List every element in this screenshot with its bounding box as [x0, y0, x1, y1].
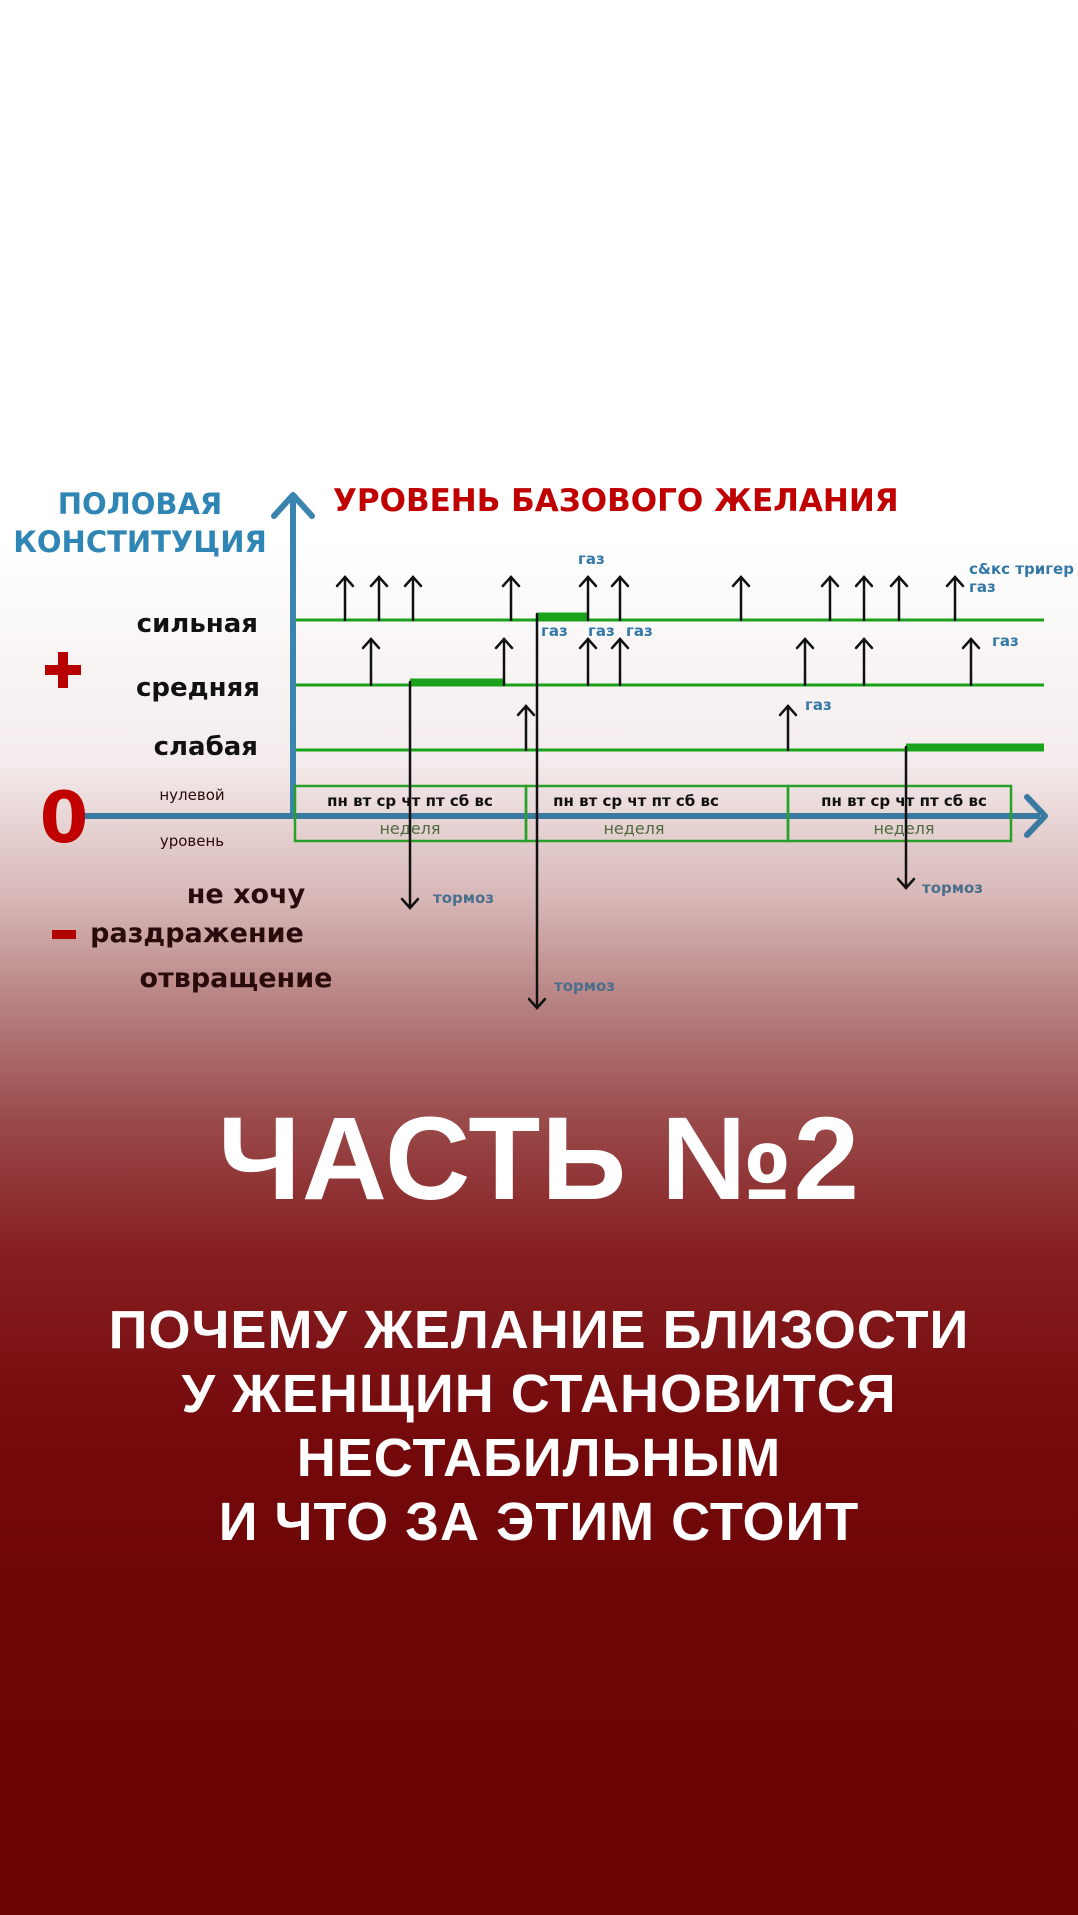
up-arrow-icon [854, 637, 874, 687]
gas-arrows [335, 575, 981, 752]
gas-label: газ [541, 622, 568, 640]
up-arrow-icon [610, 575, 630, 622]
up-arrow-icon [578, 637, 598, 687]
up-arrow-icon [731, 575, 751, 622]
up-arrow-icon [361, 637, 381, 687]
week-3-label: неделя [873, 819, 934, 838]
gas-label: газ [992, 632, 1019, 650]
up-arrow-icon [889, 575, 909, 622]
up-arrow-icon [369, 575, 389, 622]
week-3-days: пн вт ср чт пт сб вс [821, 792, 987, 810]
subtitle-line-1: ПОЧЕМУ ЖЕЛАНИЕ БЛИЗОСТИ [108, 1300, 970, 1360]
gas-label: газ [969, 578, 996, 596]
y-axis-title-line1: ПОЛОВАЯ [58, 487, 223, 521]
subtitle-line-3: НЕСТАБИЛЬНЫМ [296, 1428, 782, 1488]
week-2-days: пн вт ср чт пт сб вс [553, 792, 719, 810]
y-axis [271, 492, 315, 818]
up-arrow-icon [795, 637, 815, 687]
level-medium-label: средняя [136, 673, 260, 703]
up-arrow-icon [945, 575, 965, 622]
up-arrow-icon [403, 575, 423, 622]
week-2-label: неделя [603, 819, 664, 838]
up-arrow-icon [820, 575, 840, 622]
level-weak-label: слабая [154, 732, 258, 762]
brake-label: тормоз [922, 879, 983, 897]
down-arrow-icon [527, 612, 547, 1010]
negative-level-3: отвращение [140, 963, 333, 994]
y-axis-title-line2: КОНСТИТУЦИЯ [13, 525, 267, 559]
up-arrow-icon [961, 637, 981, 687]
down-arrow-icon [400, 680, 420, 910]
gas-label: газ [578, 550, 605, 568]
up-arrow-icon [578, 575, 598, 622]
negative-level-1: не хочу [187, 879, 306, 910]
subtitle-line-2: У ЖЕНЩИН СТАНОВИТСЯ [181, 1364, 897, 1424]
sex-trigger-label: с&кс тригер [969, 560, 1074, 578]
gas-label: газ [626, 622, 653, 640]
brake-arrows [400, 612, 916, 1010]
level-strong-label: сильная [137, 609, 258, 639]
gas-label: газ [588, 622, 615, 640]
up-arrow-icon [854, 575, 874, 622]
level-lines [296, 612, 1044, 752]
gas-label: газ [805, 696, 832, 714]
brake-label: тормоз [554, 977, 615, 995]
zero-sign: 0 [40, 777, 89, 859]
subtitle: ПОЧЕМУ ЖЕЛАНИЕ БЛИЗОСТИ У ЖЕНЩИН СТАНОВИ… [0, 1298, 1078, 1554]
down-arrow-icon [896, 745, 916, 890]
x-axis [84, 794, 1048, 838]
brake-label: тормоз [433, 889, 494, 907]
up-arrow-icon [778, 704, 798, 752]
up-arrow-icon [501, 575, 521, 622]
up-arrow-icon [494, 637, 514, 687]
up-arrow-icon [610, 637, 630, 687]
zero-level-label-top: нулевой [159, 786, 224, 804]
up-arrow-icon [335, 575, 355, 622]
desire-level-diagram: ПОЛОВАЯ КОНСТИТУЦИЯ УРОВЕНЬ БАЗОВОГО ЖЕЛ… [13, 483, 1074, 1010]
chart-title: УРОВЕНЬ БАЗОВОГО ЖЕЛАНИЯ [333, 483, 899, 519]
minus-icon [52, 930, 76, 939]
plus-icon [45, 652, 81, 688]
subtitle-line-4: И ЧТО ЗА ЭТИМ СТОИТ [218, 1492, 860, 1552]
up-arrow-icon [516, 704, 536, 752]
negative-level-2: раздражение [90, 918, 304, 949]
part-title: ЧАСТЬ №2 [217, 1093, 861, 1225]
zero-level-label-bottom: уровень [160, 832, 224, 850]
